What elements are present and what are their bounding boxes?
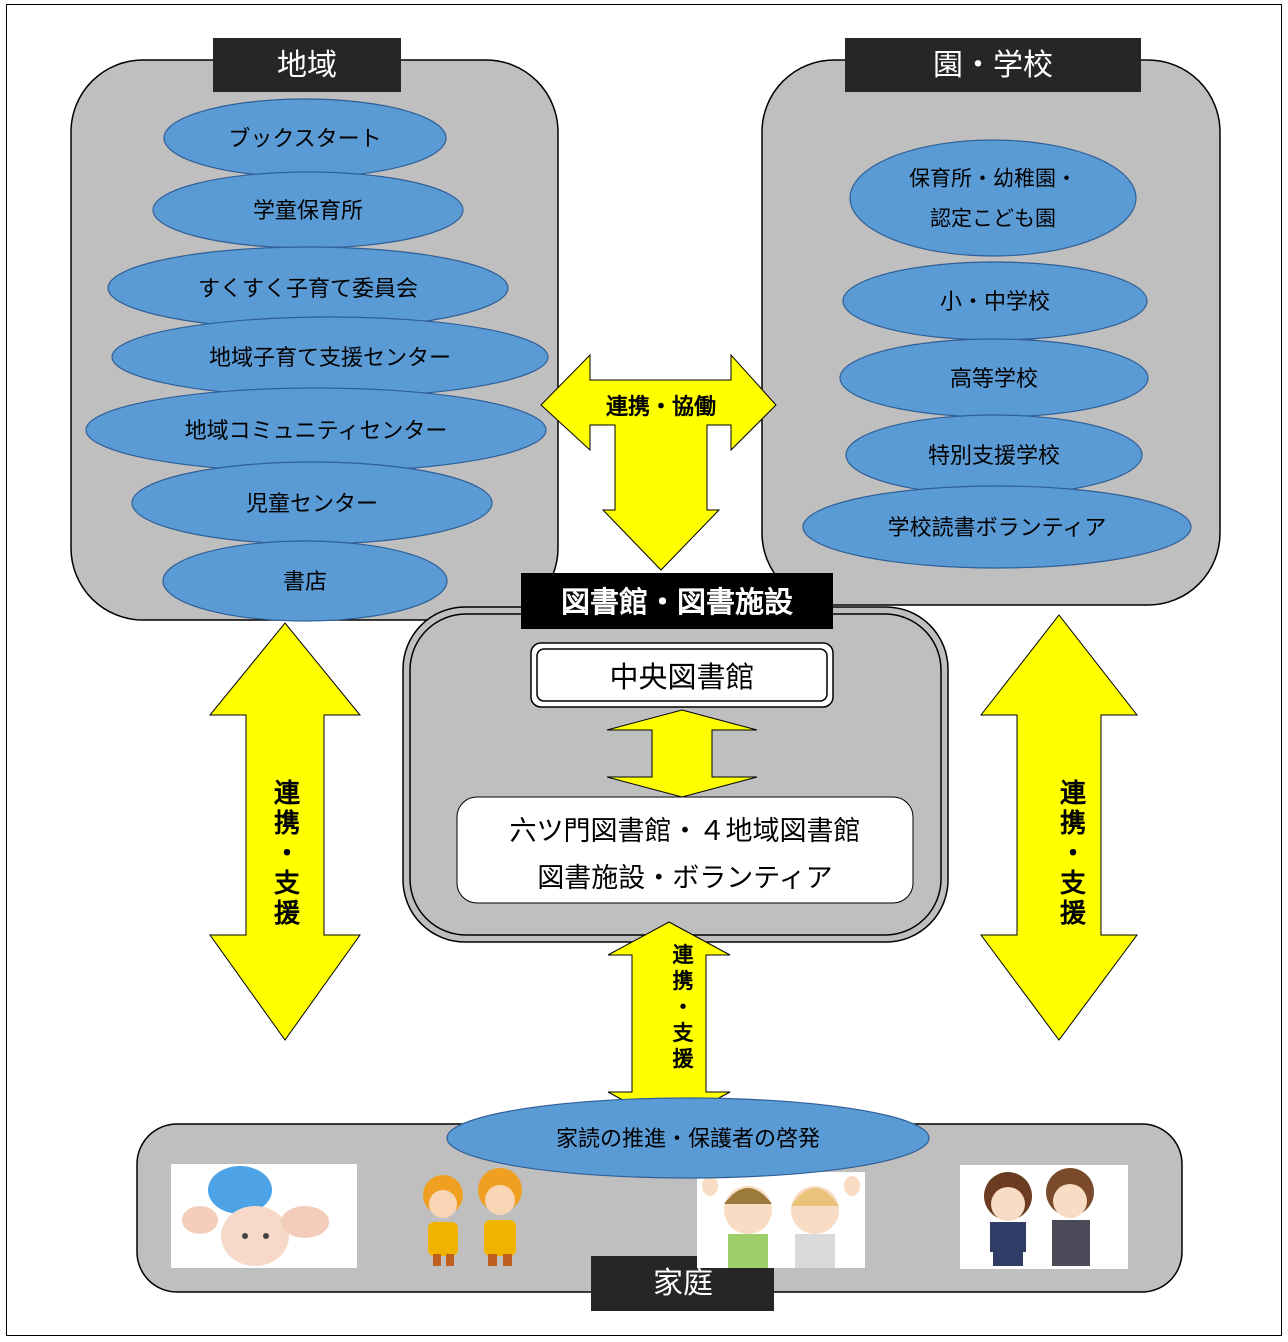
school-arrow-char: 連 (1060, 779, 1087, 809)
school-title: 園・学校 (933, 48, 1053, 83)
school-node-reading-volunteers-label: 学校読書ボランティア (888, 516, 1107, 541)
home-node-family-reading-shape (446, 1097, 930, 1179)
branch-libraries-line2: 図書施設・ボランティア (537, 863, 832, 894)
community-node-community-center: 地域コミュニティセンター (85, 387, 547, 473)
school-arrow-char: 携 (1060, 808, 1086, 839)
school-node-elementary-junior-high-label: 小・中学校 (940, 290, 1050, 315)
school-arrow-char: ・ (1060, 839, 1086, 869)
community-node-afterschool-care-label: 学童保育所 (253, 199, 363, 224)
school-node-high-school: 高等学校 (839, 338, 1149, 418)
school-node-special-support-school-label: 特別支援学校 (928, 444, 1060, 469)
community-node-bookstart: ブックスタート (163, 98, 447, 178)
library-title-box (521, 573, 833, 629)
community-title-box (213, 38, 401, 92)
library-arrow-char: 支 (673, 1021, 695, 1045)
collaboration-arrow (540, 353, 777, 571)
school-node-special-support-school: 特別支援学校 (845, 414, 1143, 496)
school-node-nursery-kindergarten-label: 保育所・幼稚園・ (909, 167, 1077, 191)
children-waving-illustration (697, 1172, 865, 1268)
school-arrow-char: 援 (1060, 899, 1087, 929)
library-arrow-char: ・ (673, 995, 694, 1019)
home-node-family-reading-label: 家読の推進・保護者の啓発 (556, 1127, 820, 1152)
collaboration-label: 連携・協働 (606, 394, 716, 420)
home-node-family-reading: 家読の推進・保護者の啓発 (446, 1097, 930, 1179)
community-node-bookstore: 書店 (162, 540, 448, 622)
students-illustration (960, 1165, 1128, 1269)
central-library-box (536, 648, 828, 702)
school-node-reading-volunteers: 学校読書ボランティア (802, 485, 1192, 569)
central-library-label: 中央図書館 (609, 660, 754, 694)
school-node-nursery-kindergarten-shape (849, 139, 1137, 257)
community-node-community-center-label: 地域コミュニティセンター (185, 419, 448, 444)
school-arrow-char: 支 (1060, 869, 1086, 899)
school-node-nursery-kindergarten-label: 認定こども園 (930, 207, 1056, 231)
community-node-childrearing-committee: すくすく子育て委員会 (107, 246, 509, 330)
library-arrow-char: 連 (673, 943, 695, 967)
school-home-arrow (979, 614, 1139, 1041)
community-arrow-char: 携 (274, 808, 300, 839)
community-node-children-center: 児童センター (131, 461, 493, 545)
community-node-children-center-label: 児童センター (246, 492, 378, 517)
community-node-bookstore-shape (162, 540, 448, 622)
school-node-reading-volunteers-shape (802, 485, 1192, 569)
library-title: 図書館・図書施設 (561, 585, 794, 619)
community-node-childrearing-support-center-label: 地域子育て支援センター (209, 346, 451, 371)
branch-libraries-box (456, 796, 914, 904)
diagram-frame (6, 4, 1282, 1336)
school-node-nursery-kindergarten: 保育所・幼稚園・認定こども園 (849, 139, 1137, 257)
branch-libraries-line1: 六ツ門図書館・４地域図書館 (510, 816, 861, 847)
schoolchildren-illustration (423, 1168, 522, 1266)
school-title-box (845, 38, 1141, 92)
baby-illustration (171, 1164, 357, 1268)
community-node-afterschool-care: 学童保育所 (152, 171, 464, 249)
community-node-bookstart-label: ブックスタート (228, 127, 381, 152)
community-arrow-char: 連 (274, 779, 301, 809)
school-node-elementary-junior-high: 小・中学校 (842, 261, 1148, 341)
home-title: 家庭 (653, 1266, 713, 1301)
community-node-childrearing-committee-label: すくすく子育て委員会 (198, 277, 418, 302)
community-arrow-char: 援 (274, 899, 301, 929)
community-node-childrearing-support-center: 地域子育て支援センター (111, 316, 549, 398)
community-node-bookstore-label: 書店 (283, 570, 327, 595)
school-node-high-school-label: 高等学校 (950, 367, 1038, 392)
community-arrow-char: 支 (274, 869, 300, 899)
library-arrow-char: 援 (673, 1047, 695, 1071)
community-home-arrow (208, 622, 362, 1041)
community-title: 地域 (277, 48, 337, 83)
library-home-arrow (607, 921, 731, 1126)
community-arrow-char: ・ (274, 839, 300, 869)
library-arrow-char: 携 (673, 969, 694, 993)
